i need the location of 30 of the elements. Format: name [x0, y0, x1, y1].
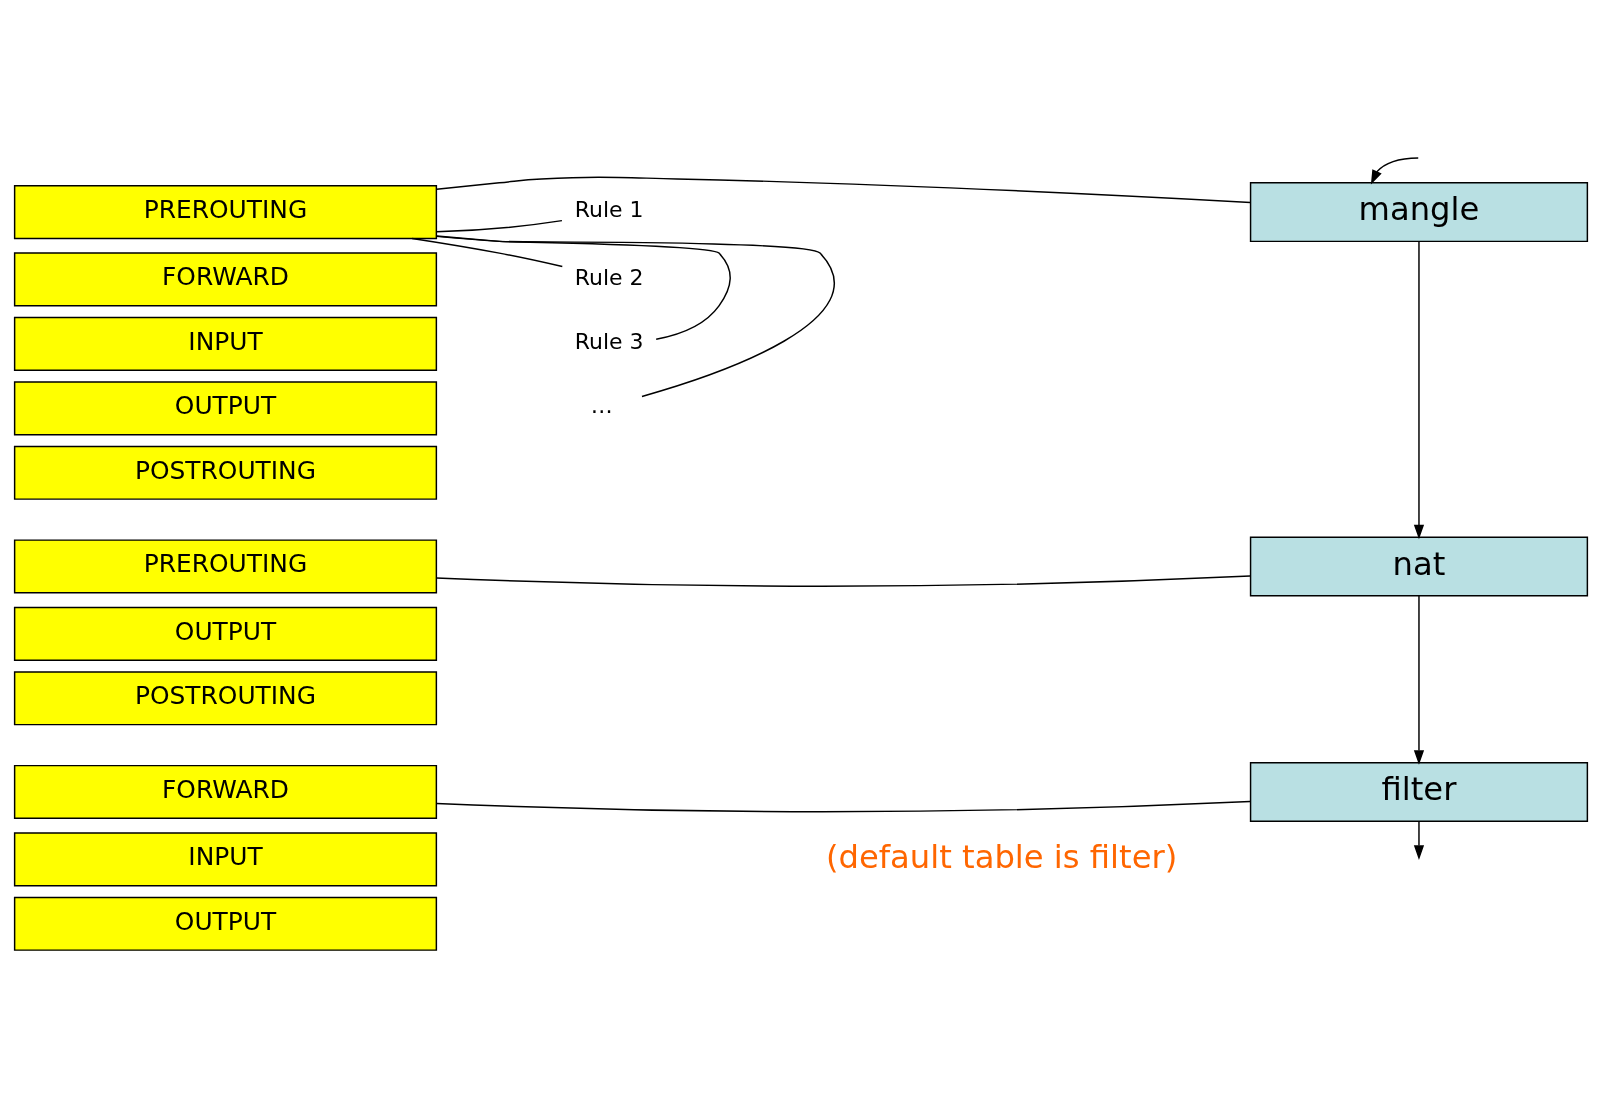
node-text: … — [590, 393, 613, 419]
node-box: OUTPUT — [13, 606, 438, 661]
node-box: OUTPUT — [13, 896, 438, 951]
connector — [435, 219, 563, 233]
node-box: POSTROUTING — [13, 671, 438, 726]
node-box: INPUT — [13, 316, 438, 371]
node-box: filter — [1249, 761, 1589, 822]
arrow — [1413, 595, 1425, 765]
node-box: PREROUTING — [13, 185, 438, 240]
connector — [435, 800, 1251, 813]
node-box: INPUT — [13, 832, 438, 887]
node-box: FORWARD — [13, 764, 438, 820]
node-box: OUTPUT — [13, 381, 438, 436]
connector — [435, 235, 835, 398]
node-box: FORWARD — [13, 252, 438, 307]
node-text: Rule 2 — [574, 264, 644, 290]
connector — [435, 575, 1251, 587]
node-box: mangle — [1249, 182, 1589, 243]
arrow — [1413, 820, 1425, 860]
arrow — [1413, 241, 1425, 540]
node-box: PREROUTING — [13, 539, 438, 594]
node-text: Rule 1 — [574, 197, 644, 223]
arrow — [1370, 157, 1419, 185]
node-text: Rule 3 — [574, 329, 644, 355]
node-box: nat — [1249, 536, 1589, 597]
connector — [411, 237, 564, 268]
node-box: POSTROUTING — [13, 445, 438, 500]
connector — [435, 176, 1252, 204]
connector — [435, 235, 731, 340]
label: (default table is filter) — [825, 837, 1178, 876]
